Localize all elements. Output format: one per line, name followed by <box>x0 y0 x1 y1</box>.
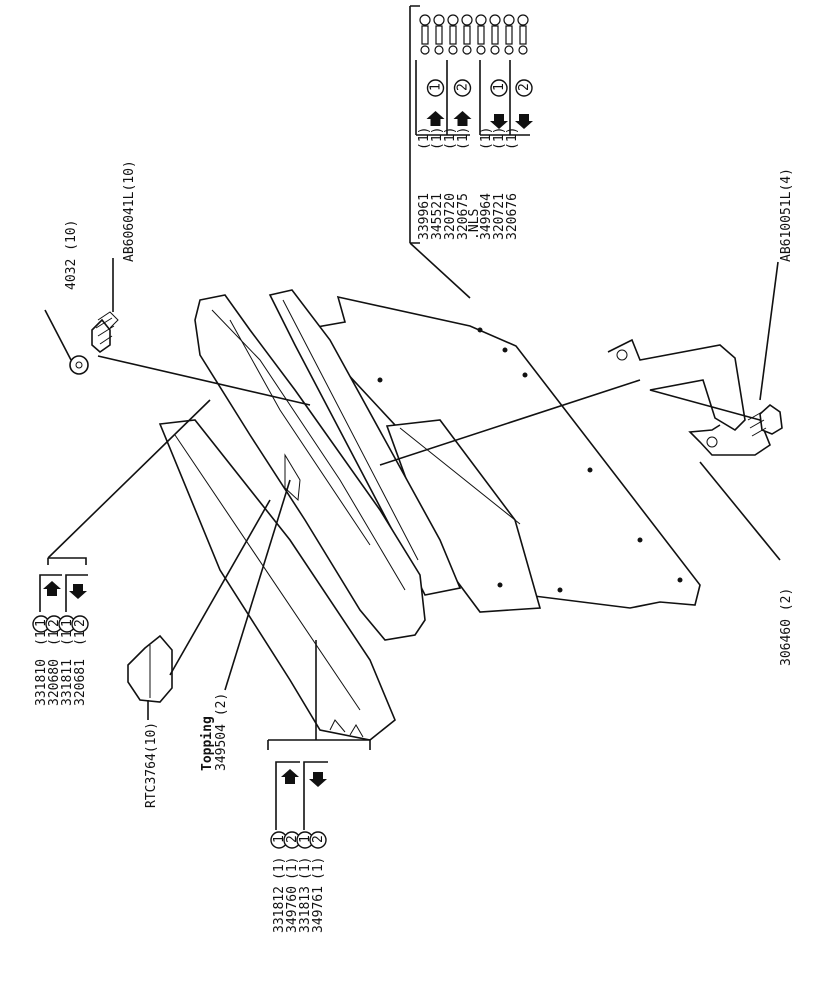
cap-part <box>127 634 173 703</box>
tr-part-number: 339961 <box>417 193 432 240</box>
lu-marker-text: 1 <box>34 619 49 627</box>
upper-trim <box>194 294 426 641</box>
tr-quantity: (1) <box>479 127 494 150</box>
tr-part-number: 320675 <box>456 193 471 240</box>
bracket-part <box>607 338 771 456</box>
tr-arrow-up-icon <box>453 111 472 126</box>
fastener-icons <box>419 14 529 55</box>
ll-marker-a: 1 <box>296 831 314 849</box>
tr-quantity: (1) <box>430 127 445 150</box>
leader-lines <box>44 242 781 740</box>
ll-arrow-down-icon <box>309 772 327 787</box>
tr-part-number: .NLS <box>467 209 482 240</box>
main-panel <box>298 295 701 613</box>
tr-marker-text: 2 <box>517 83 532 91</box>
screw-bottom-part <box>747 403 783 437</box>
group-left-lower-rows: 331812 (1) 1 349760 (1) 2 331813 (1) 1 349761 (1) 2 <box>270 761 328 933</box>
tr-arrow-up-icon <box>426 111 445 126</box>
lu-arrow-up-icon <box>43 581 61 596</box>
lu-part-number: 320681 <box>73 659 88 706</box>
tr-arrow-down-icon <box>515 114 533 129</box>
fastener-icon <box>419 14 431 55</box>
ll-part-number: 349760 <box>285 886 300 933</box>
ll-marker-a-text: 2 <box>285 835 300 843</box>
ll-quantity: (1) <box>311 857 326 880</box>
topping-part-label: 349504 (2) <box>214 693 229 771</box>
fastener-icon <box>461 14 473 55</box>
group-left-lower: 331812 (1) 1 349760 (1) 2 331813 (1) 1 349761 (1) 2 <box>267 739 371 933</box>
tr-arrow-down-icon <box>490 114 508 129</box>
group-top-right-rows: 339961 (1) 345521 (1) 320720 (1) 320675 (1) .NLS… <box>417 127 520 240</box>
tr-marker: 2 <box>515 79 533 97</box>
lu-part-number: 320680 <box>47 659 62 706</box>
tr-part-number: 320721 <box>492 193 507 240</box>
group-top-right: 339961 (1) 345521 (1) 320720 (1) 320675 (1) .NLS… <box>409 5 533 244</box>
ll-part-number: 349761 <box>311 886 326 933</box>
tr-quantity: (1) <box>417 127 432 150</box>
tr-quantity: (1) <box>456 127 471 150</box>
tr-marker-text: 2 <box>456 83 471 91</box>
side-rail <box>268 289 462 596</box>
lu-arrow-down-icon <box>69 584 87 599</box>
fastener-icon <box>475 14 487 55</box>
ll-marker-a-text: 1 <box>272 835 287 843</box>
tr-part-number: 349964 <box>479 193 494 240</box>
ll-arrow-up-icon <box>281 769 299 784</box>
tr-part-number: 320676 <box>505 193 520 240</box>
fastener-icon <box>517 14 529 55</box>
fastener-icon <box>503 14 515 55</box>
ll-part-number: 331813 <box>298 886 313 933</box>
tr-quantity: (1) <box>492 127 507 150</box>
tr-quantity: (1) <box>505 127 520 150</box>
tr-marker: 1 <box>490 79 508 97</box>
tr-marker-text: 1 <box>429 83 444 91</box>
tr-part-number: 345521 <box>430 193 445 240</box>
callout-screw-bottom: AB610051L(4) <box>779 168 794 262</box>
ll-marker-a-text: 1 <box>298 835 313 843</box>
screw-top-part <box>91 311 119 354</box>
lu-marker-text: 2 <box>73 619 88 627</box>
topping-title: Topping <box>200 716 215 771</box>
ll-quantity: (1) <box>272 857 287 880</box>
lu-marker: 1 <box>58 615 76 633</box>
lu-marker-text: 2 <box>47 619 62 627</box>
washer-part <box>69 355 89 375</box>
ll-marker-a: 2 <box>309 831 327 849</box>
screw-bottom-label: AB610051L(4) <box>779 168 794 262</box>
callout-screw-top: AB606041L(10) <box>122 160 137 262</box>
fastener-icon <box>447 14 459 55</box>
cap-label: RTC3764(10) <box>144 722 159 808</box>
ll-marker-a-text: 2 <box>311 835 326 843</box>
callout-cap: RTC3764(10) <box>144 722 159 808</box>
lu-marker: 2 <box>71 615 89 633</box>
fastener-icon <box>489 14 501 55</box>
group-top-right-brackets: 1 2 1 2 <box>415 60 533 136</box>
callout-bracket: 306460 (2) <box>779 588 794 666</box>
lu-marker-text: 1 <box>60 619 75 627</box>
lu-part-number: 331810 <box>34 659 49 706</box>
ll-part-number: 331812 <box>272 886 287 933</box>
fastener-icon <box>433 14 445 55</box>
panel-holes <box>372 327 683 593</box>
tr-marker-text: 1 <box>492 83 507 91</box>
ll-quantity: (1) <box>285 857 300 880</box>
tr-marker: 1 <box>426 79 445 97</box>
ll-quantity: (1) <box>298 857 313 880</box>
screw-top-label: AB606041L(10) <box>122 160 137 262</box>
tr-part-number: 320720 <box>443 193 458 240</box>
lu-part-number: 331811 <box>60 659 75 706</box>
washer-label: 4032 (10) <box>64 220 79 290</box>
lower-strip <box>158 419 396 741</box>
callout-washer: 4032 (10) <box>64 220 79 290</box>
callout-topping: Topping 349504 (2) <box>200 693 229 771</box>
tr-marker: 2 <box>453 79 472 97</box>
bracket-label: 306460 (2) <box>779 588 794 666</box>
